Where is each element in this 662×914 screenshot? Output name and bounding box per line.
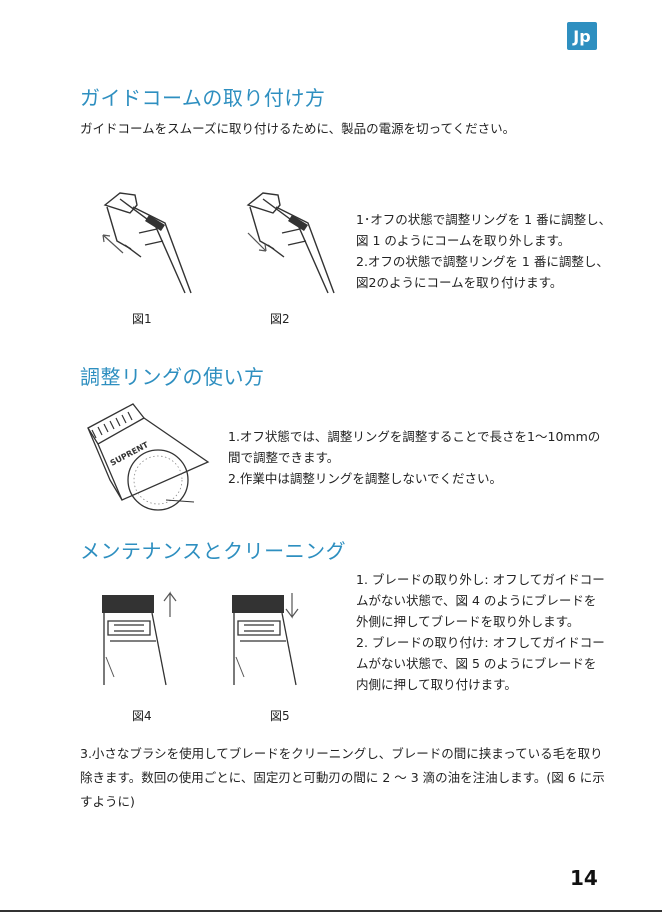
guide-comb-step-line: 図 1 のようにコームを取り外します。 [356,233,571,248]
figure-5-illustration [232,593,299,686]
figure-2-illustration [246,192,335,294]
cleaning-line: すように) [80,794,135,809]
section-title-guide-comb: ガイドコームの取り付け方 [80,86,326,110]
language-badge: Jp [567,22,597,50]
page-number: 14 [570,866,598,890]
maintenance-step-line: 外側に押してブレードを取り外します。 [356,614,580,629]
figure-5-caption: 図5 [270,709,290,723]
guide-comb-step-line: 図2のようにコームを取り付けます。 [356,275,563,290]
maintenance-step-line: ムがない状態で、図 4 のようにブレードを [356,593,597,608]
adjust-ring-step-line: 間で調整できます。 [228,450,340,465]
adjust-ring-step-line: 1.オフ状態では、調整リングを調整することで長さを1〜10mmの [228,429,601,444]
maintenance-step-line: 1. ブレードの取り外し: オフしてガイドコー [356,572,605,587]
cleaning-line: 除きます。数回の使用ごとに、固定刃と可動刃の間に 2 〜 3 滴の油を注油します… [80,770,605,785]
figure-2-caption: 図2 [270,312,290,326]
figure-4-caption: 図4 [132,709,152,723]
cleaning-line: 3.小さなブラシを使用してブレードをクリーニングし、ブレードの間に挟まっている毛… [80,746,603,761]
maintenance-step-line: 内側に押して取り付けます。 [356,677,517,692]
section-title-maintenance: メンテナンスとクリーニング [80,539,347,563]
maintenance-steps: 1. ブレードの取り外し: オフしてガイドコー ムがない状態で、図 4 のように… [356,569,605,695]
figure-1-caption: 図1 [132,312,152,326]
maintenance-step-line: ムがない状態で、図 5 のようにブレードを [356,656,597,671]
adjust-ring-illustration: SUPRENT [87,403,210,511]
guide-comb-steps: 1･オフの状態で調整リングを 1 番に調整し、 図 1 のようにコームを取り外し… [356,209,611,293]
section-title-adjust-ring: 調整リングの使い方 [80,365,265,389]
figure-4-illustration [102,591,177,686]
maintenance-step-line: 2. ブレードの取り付け: オフしてガイドコー [356,635,605,650]
adjust-ring-step-line: 2.作業中は調整リングを調整しないでください。 [228,471,503,486]
guide-comb-intro: ガイドコームをスムーズに取り付けるために、製品の電源を切ってください。 [80,121,516,136]
guide-comb-step-line: 2.オフの状態で調整リングを 1 番に調整し、 [356,254,609,269]
guide-comb-step-line: 1･オフの状態で調整リングを 1 番に調整し、 [356,212,612,227]
bottom-rule [0,910,662,912]
adjust-ring-steps: 1.オフ状態では、調整リングを調整することで長さを1〜10mmの 間で調整できま… [228,426,600,489]
cleaning-paragraph: 3.小さなブラシを使用してブレードをクリーニングし、ブレードの間に挟まっている毛… [80,742,605,814]
figure-1-illustration [102,192,192,294]
